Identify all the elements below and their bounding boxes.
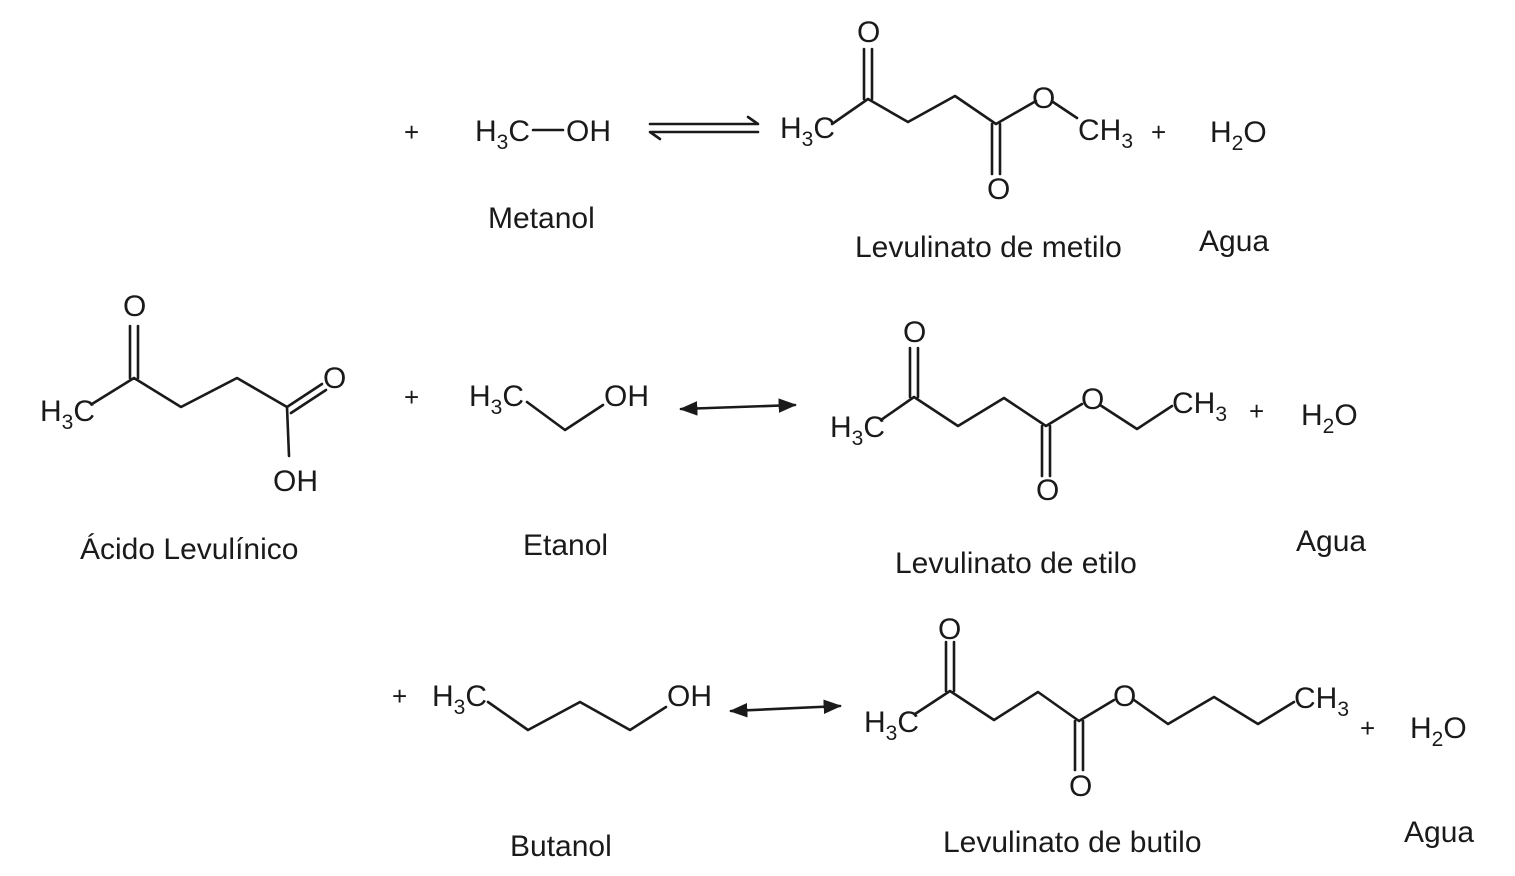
levulinic-acid-label: Ácido Levulínico (80, 533, 298, 566)
methyl-group: H3C (830, 411, 885, 450)
ethyl-levulinate-structure: H3C O O O CH3 (830, 316, 1227, 507)
row-ethanol: + H3C OH Etanol H3C O O O CH3 Levulinato… (404, 316, 1366, 580)
plus-sign: + (1249, 396, 1264, 426)
methyl-end: CH3 (1172, 387, 1227, 426)
keto-oxygen: O (938, 613, 961, 646)
ethanol-label: Etanol (523, 529, 608, 562)
water-formula: H2O (1301, 399, 1358, 438)
water-formula: H2O (1410, 712, 1467, 751)
methanol-label: Metanol (488, 202, 595, 235)
ester-oxygen: O (1032, 82, 1055, 115)
reaction-arrow (679, 398, 797, 416)
methyl-end: CH3 (1078, 114, 1133, 153)
ethanol-structure: H3C OH (469, 380, 649, 432)
ethyl-levulinate-label: Levulinato de etilo (895, 547, 1137, 580)
keto-oxygen: O (123, 290, 146, 323)
reaction-arrow (729, 699, 842, 718)
butanol-label: Butanol (510, 830, 612, 863)
ester-oxygen: O (1081, 383, 1104, 416)
methyl-group: H3C (432, 680, 487, 719)
plus-sign: + (1151, 117, 1166, 147)
carbonyl-oxygen: O (1036, 474, 1059, 507)
butyl-levulinate-label: Levulinato de butilo (943, 826, 1202, 859)
butyl-levulinate-structure: H3C O O O CH3 (864, 613, 1349, 803)
methyl-group: H3C (469, 380, 524, 419)
methyl-group: H3C (40, 395, 95, 434)
methyl-group: H3C (780, 112, 835, 151)
row-butanol: + H3C OH Butanol H3C O O O CH3 Levulinat… (392, 613, 1474, 863)
hydroxyl-group: OH (566, 115, 611, 148)
ester-oxygen: O (1113, 680, 1136, 713)
methyl-levulinate-label: Levulinato de metilo (855, 231, 1122, 264)
equilibrium-arrow (648, 115, 760, 141)
water-formula: H2O (1210, 116, 1267, 155)
acid-carbonyl-oxygen: O (323, 362, 346, 395)
keto-oxygen: O (903, 316, 926, 349)
methyl-group: H3C (864, 706, 919, 745)
butanol-structure: H3C OH (432, 680, 712, 732)
carbonyl-oxygen: O (987, 173, 1010, 206)
methyl-end: CH3 (1294, 682, 1349, 721)
methanol-structure: H3C OH (475, 115, 611, 154)
plus-sign: + (1360, 713, 1375, 743)
keto-oxygen: O (857, 16, 880, 49)
hydroxyl-group: OH (604, 380, 649, 413)
row-methanol: + H3C OH Metanol H3C O O O CH3 Levulinat… (404, 16, 1269, 264)
acid-hydroxyl: OH (273, 465, 318, 498)
carbonyl-oxygen: O (1069, 770, 1092, 803)
methyl-group: H3C (475, 115, 530, 154)
hydroxyl-group: OH (667, 680, 712, 713)
water-label: Agua (1199, 225, 1269, 258)
methyl-levulinate-structure: H3C O O O CH3 (780, 16, 1133, 206)
water-label: Agua (1404, 816, 1474, 849)
levulinic-acid: H3C O O OH (40, 290, 346, 498)
plus-sign: + (404, 117, 419, 147)
plus-sign: + (404, 382, 419, 412)
water-label: Agua (1296, 525, 1366, 558)
plus-sign: + (392, 681, 407, 711)
